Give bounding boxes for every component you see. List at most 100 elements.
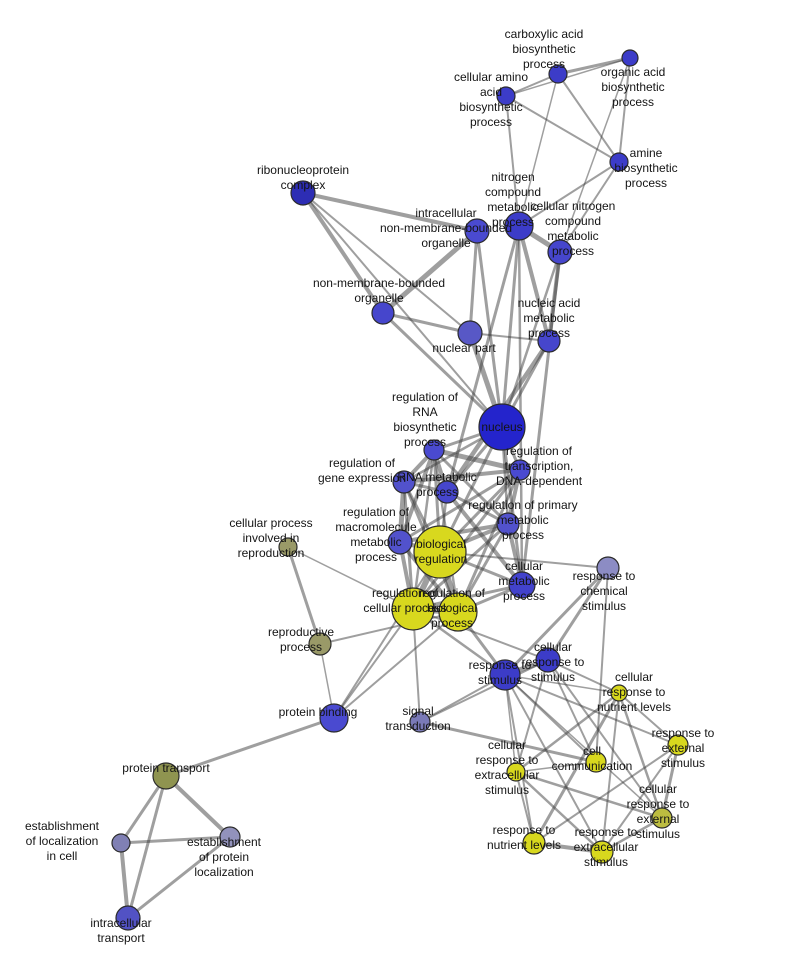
node-caab[interactable] (496, 86, 516, 106)
node-ncm[interactable] (504, 211, 534, 241)
node-label-line: regulation of (506, 444, 573, 458)
node-pt[interactable] (152, 762, 180, 790)
node-label-line: response to (627, 797, 690, 811)
node-rge[interactable] (392, 470, 416, 494)
edge-rtd-rge (402, 468, 522, 484)
node-crs[interactable] (535, 647, 561, 673)
edge-rts-crexc (504, 674, 517, 773)
edge-cncm-cmp (520, 250, 562, 587)
node-crnl[interactable] (610, 684, 628, 702)
node-rrb[interactable] (423, 439, 445, 461)
node-oab[interactable] (621, 49, 639, 67)
node-rcp[interactable] (391, 587, 435, 631)
node-label-line: metabolic (523, 311, 574, 325)
node-pb[interactable] (319, 703, 349, 733)
node-label-line: biological (416, 537, 466, 551)
node-label-line: intracellular (90, 916, 151, 930)
node-label-line: cell (583, 744, 601, 758)
node-label-line: biosynthetic (614, 161, 677, 175)
node-label-line: process (416, 485, 458, 499)
node-rbp[interactable] (438, 592, 478, 632)
node-label-line: macromolecule (335, 520, 417, 534)
node-inmo[interactable] (464, 218, 490, 244)
edge-nam-npart (469, 332, 550, 342)
edge-amb-cncm (559, 161, 620, 253)
node-rnam[interactable] (435, 480, 459, 504)
edge-rnp-npart (302, 192, 471, 334)
node-cncm[interactable] (547, 239, 573, 265)
node-label-line: nitrogen (491, 170, 534, 184)
node-label-line: metabolic (497, 513, 548, 527)
edge-crnl-rexst (618, 692, 679, 746)
node-rchs[interactable] (596, 556, 620, 580)
node-label-line: DNA-dependent (496, 474, 583, 488)
node-label-line: RNA metabolic (397, 470, 476, 484)
node-label-line: transduction (385, 719, 450, 733)
node-rexc[interactable] (590, 840, 614, 864)
node-label-line: metabolic (350, 535, 401, 549)
edge-rexst-rnl (533, 744, 679, 844)
node-label-line: process (470, 115, 512, 129)
node-rpm[interactable] (496, 512, 520, 536)
node-label-line: cellular (505, 559, 543, 573)
node-epl[interactable] (219, 826, 241, 848)
node-rnl[interactable] (522, 831, 546, 855)
node-rmm[interactable] (387, 529, 413, 555)
node-crexc[interactable] (506, 762, 526, 782)
node-rnp[interactable] (290, 180, 316, 206)
edge-pt-it (126, 774, 168, 920)
edge-cpir-repro (286, 545, 322, 646)
node-label-line: non-membrane-bounded (313, 276, 445, 290)
node-label-line: acid (480, 85, 502, 99)
node-npart[interactable] (457, 320, 483, 346)
node-bior[interactable] (413, 525, 467, 579)
node-label-line: metabolic (498, 574, 549, 588)
node-cmp[interactable] (508, 571, 536, 599)
node-label-line: communication (552, 759, 633, 773)
node-label-line: localization (194, 865, 253, 879)
node-nam[interactable] (537, 329, 561, 353)
edge-crs-crnl (547, 659, 620, 694)
node-label-line: process (528, 326, 570, 340)
node-label-line: compound (545, 214, 601, 228)
node-label-line: reproduction (238, 546, 305, 560)
node-label-line: organelle (421, 236, 471, 250)
node-amb[interactable] (609, 152, 629, 172)
node-rtd[interactable] (509, 459, 531, 481)
node-nmbo[interactable] (371, 301, 395, 325)
node-label-line: nucleic acid (518, 296, 581, 310)
node-cc[interactable] (585, 751, 607, 773)
node-label-line: process (552, 244, 594, 258)
node-cab[interactable] (548, 64, 568, 84)
node-it[interactable] (115, 905, 141, 931)
node-cpir[interactable] (278, 537, 298, 557)
node-repro[interactable] (308, 632, 332, 656)
node-label-line: amine (630, 146, 663, 160)
node-label-line: stimulus (531, 670, 575, 684)
node-rexst[interactable] (667, 734, 689, 756)
node-nuc[interactable] (478, 403, 526, 451)
node-label-line: response to (476, 753, 539, 767)
node-label-line: establishment (187, 835, 262, 849)
edge-crnl-crexc (514, 691, 621, 774)
edge-crexc-rnl (515, 771, 535, 844)
node-st[interactable] (409, 711, 431, 733)
edge-cc-crexc (515, 761, 597, 773)
node-elc[interactable] (111, 833, 131, 853)
node-label-line: biosynthetic (512, 42, 575, 56)
node-crext[interactable] (651, 807, 673, 829)
node-label-line: stimulus (478, 673, 522, 687)
node-rts[interactable] (489, 659, 521, 691)
